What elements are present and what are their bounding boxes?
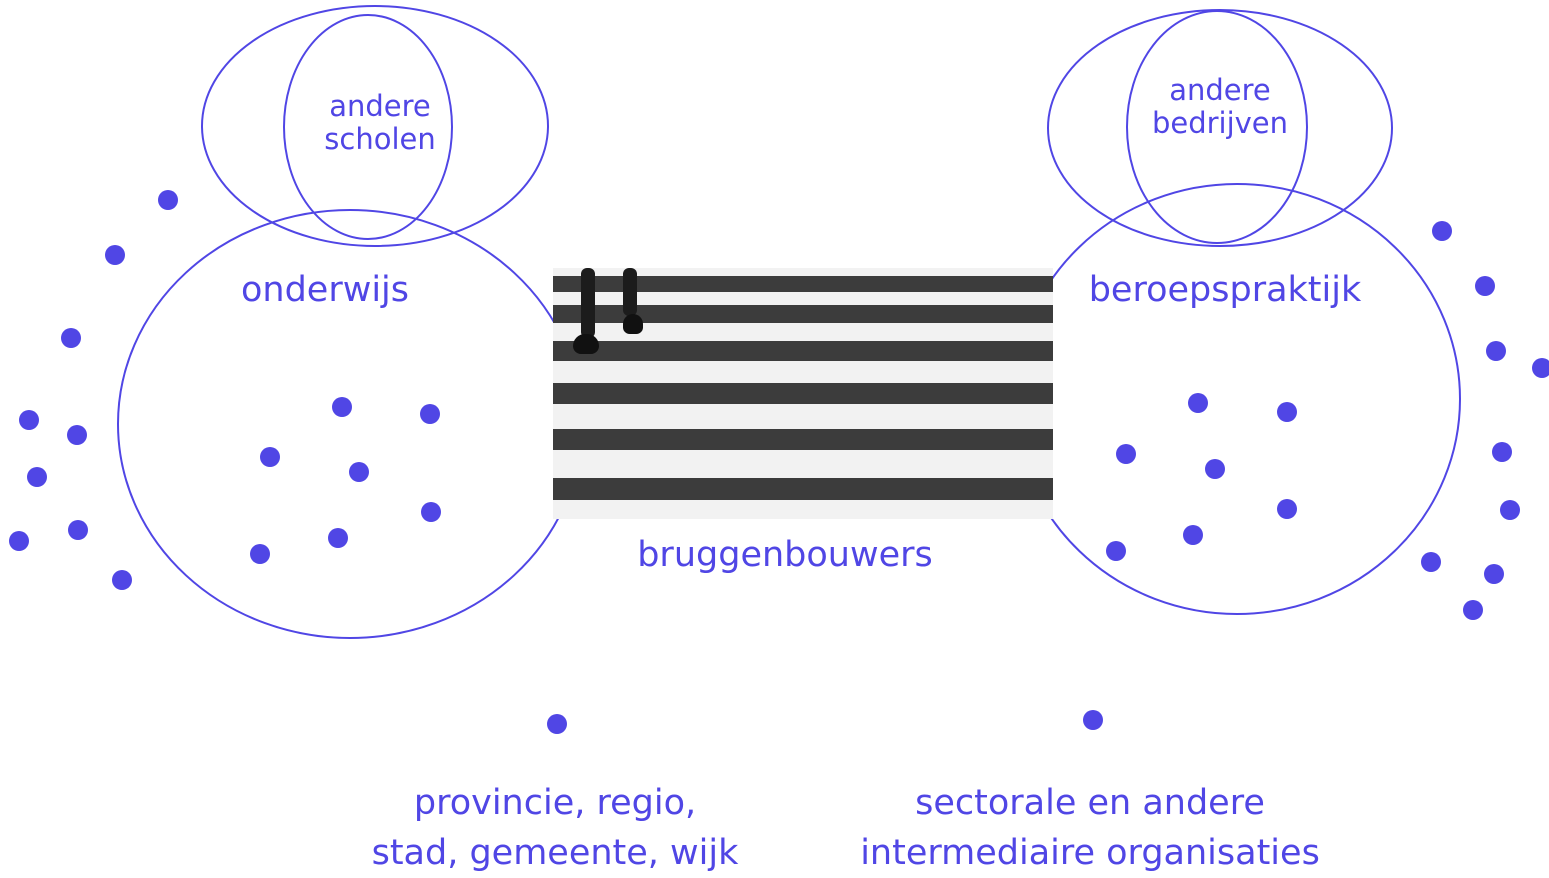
actor-dot (19, 410, 39, 430)
actor-dot (250, 544, 270, 564)
label-beroepspraktijk: beroepspraktijk (1088, 270, 1362, 310)
label-andere-bedrijven-line1: andere (1169, 73, 1271, 107)
actor-dot (547, 714, 567, 734)
label-bruggenbouwers: bruggenbouwers (637, 535, 933, 575)
actor-dot (1492, 442, 1512, 462)
label-andere-bedrijven-line2: bedrijven (1151, 106, 1289, 140)
actor-dot (105, 245, 125, 265)
actor-dot (328, 528, 348, 548)
label-overheid: provincie, regio, stad, gemeente, wijk (320, 778, 790, 878)
actor-dot (67, 425, 87, 445)
actor-dot (68, 520, 88, 540)
circle-beroepspraktijk (1013, 183, 1461, 615)
label-overheid-line2: stad, gemeente, wijk (371, 833, 739, 873)
circle-andere-scholen (283, 14, 453, 240)
actor-dot (1432, 221, 1452, 241)
label-intermediair: sectorale en andere intermediaire organi… (800, 778, 1380, 878)
actor-dot (1486, 341, 1506, 361)
actor-dot (349, 462, 369, 482)
actor-dot (1463, 600, 1483, 620)
actor-dot (1188, 393, 1208, 413)
actor-dot (1475, 276, 1495, 296)
actor-dot (9, 531, 29, 551)
actor-dot (1106, 541, 1126, 561)
label-onderwijs: onderwijs (240, 270, 410, 310)
actor-dot (1532, 358, 1549, 378)
actor-dot (260, 447, 280, 467)
actor-dot (1421, 552, 1441, 572)
label-andere-scholen: andere scholen (300, 90, 460, 156)
actor-dot (1116, 444, 1136, 464)
label-andere-scholen-line2: scholen (324, 122, 436, 156)
actor-dot (1205, 459, 1225, 479)
actor-dot (1183, 525, 1203, 545)
actor-dot (1277, 402, 1297, 422)
label-intermediair-line2: intermediaire organisaties (860, 833, 1320, 873)
label-andere-bedrijven: andere bedrijven (1140, 74, 1300, 140)
zebra-crossing-photo (553, 268, 1053, 519)
label-overheid-line1: provincie, regio, (413, 783, 697, 823)
actor-dot (1083, 710, 1103, 730)
actor-dot (27, 467, 47, 487)
actor-dot (1500, 500, 1520, 520)
actor-dot (421, 502, 441, 522)
actor-dot (332, 397, 352, 417)
actor-dot (1277, 499, 1297, 519)
label-andere-scholen-line1: andere (329, 89, 431, 123)
circle-bedrijven-outer (1047, 9, 1393, 247)
actor-dots (9, 190, 1549, 734)
actor-dot (158, 190, 178, 210)
actor-dot (112, 570, 132, 590)
actor-dot (420, 404, 440, 424)
circle-scholen-outer (201, 5, 549, 247)
actor-dot (61, 328, 81, 348)
circle-andere-bedrijven (1126, 10, 1308, 244)
label-intermediair-line1: sectorale en andere (915, 783, 1265, 823)
actor-dot (1484, 564, 1504, 584)
